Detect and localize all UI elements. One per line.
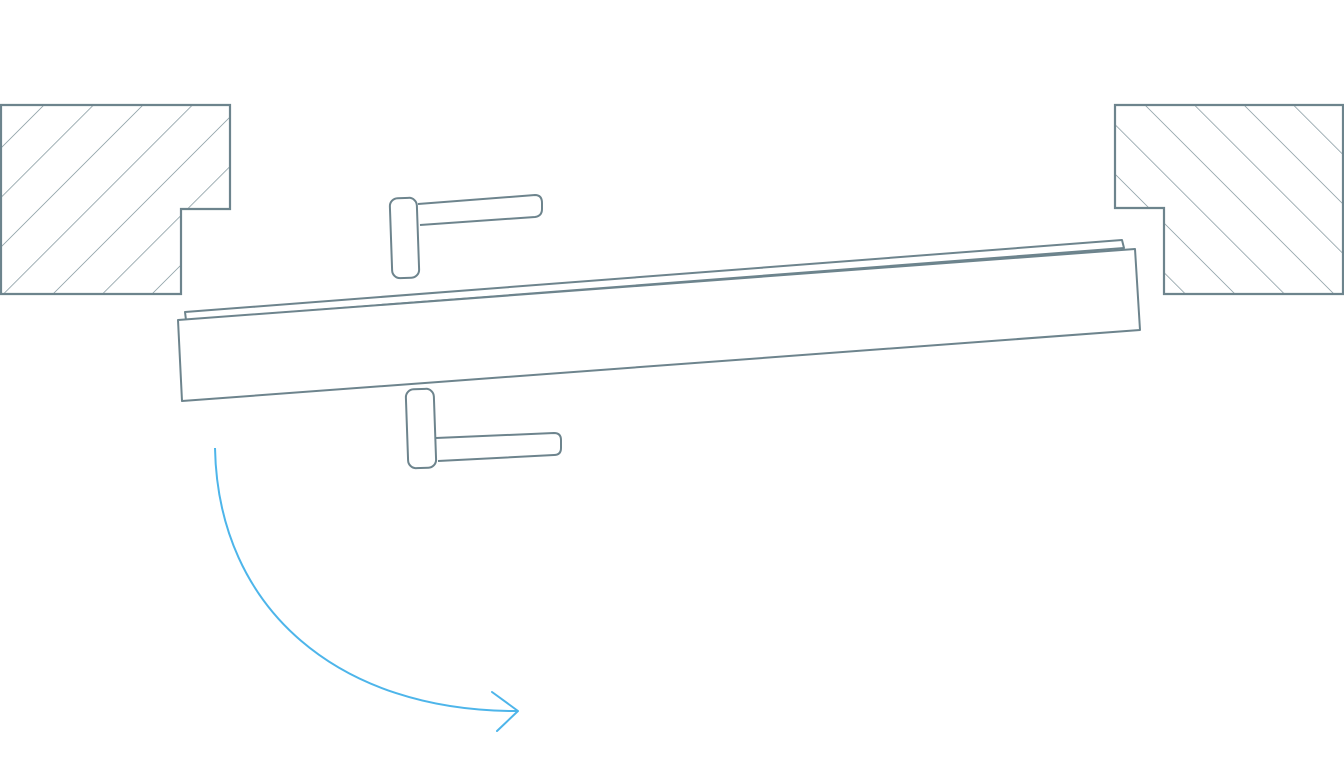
handle-bottom-lever [435, 432, 562, 462]
handle-top-lever [417, 194, 543, 226]
door-leaf [177, 248, 1141, 402]
left-wall-jamb [0, 103, 232, 296]
handle-top-rose [388, 196, 421, 280]
arrowhead-icon [491, 691, 519, 732]
swing-arc [214, 447, 519, 713]
handle-top [388, 194, 543, 280]
handle-bottom-rose [404, 387, 438, 470]
swing-arrow [214, 447, 519, 732]
door-stop-strip [184, 239, 1125, 321]
right-wall-jamb [1113, 103, 1344, 296]
handle-bottom [404, 387, 562, 470]
